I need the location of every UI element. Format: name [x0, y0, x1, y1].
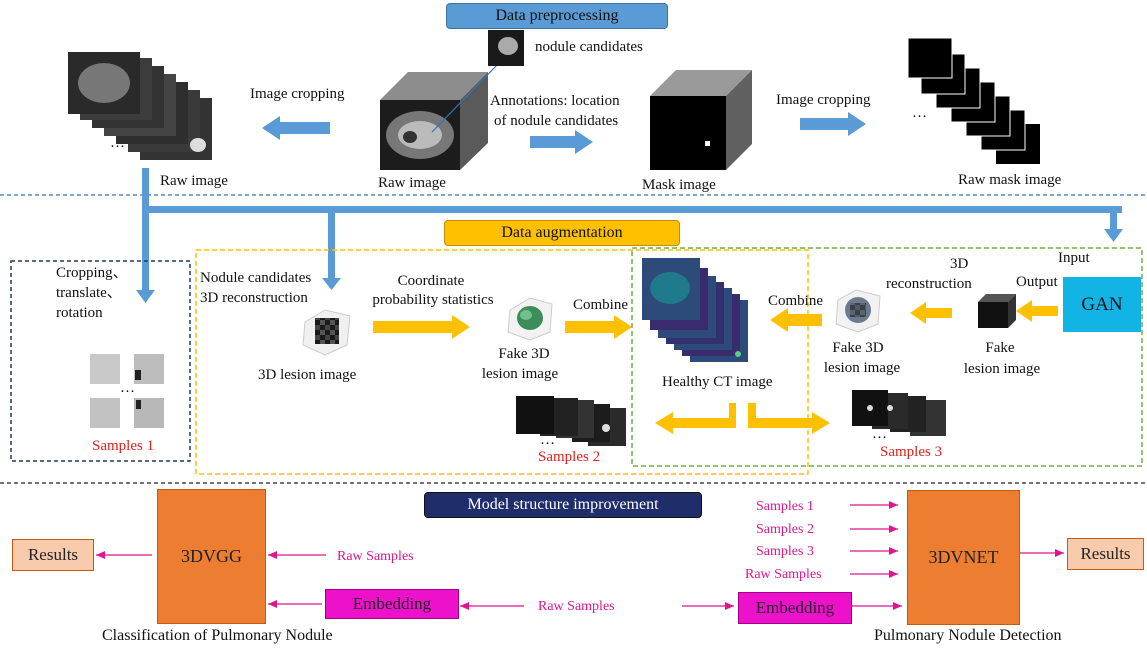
label-nodule-1: Nodule candidates — [200, 270, 312, 286]
label-fake3d-left-2: lesion image — [481, 366, 559, 382]
samples1-ellipsis: … — [120, 380, 135, 396]
label-probability: probability statistics — [372, 292, 494, 308]
lesion-3d-render — [302, 309, 351, 356]
label-raw-samples-middle: Raw Samples — [538, 599, 615, 614]
label-combine-left: Combine — [573, 297, 628, 313]
label-fake3d-right-1: Fake 3D — [832, 340, 884, 356]
embedding-left-box: Embedding — [325, 589, 459, 619]
ellipsis-right: … — [912, 105, 927, 121]
samples1-thumbs — [90, 354, 164, 428]
label-input: Input — [1058, 250, 1090, 266]
arrow-combine-right — [770, 308, 822, 332]
label-nodule-2: 3D reconstruction — [200, 290, 308, 306]
samples3-ellipsis: … — [872, 426, 887, 442]
label-output: Output — [1016, 274, 1058, 290]
label-raw-image-left: Raw image — [160, 173, 228, 189]
label-annotations-1: Annotations: location — [490, 93, 620, 109]
label-annotations-2: of nodule candidates — [494, 113, 619, 129]
label-model-samples3: Samples 3 — [756, 544, 814, 559]
label-samples2: Samples 2 — [538, 449, 601, 465]
label-fake-1: Fake — [985, 340, 1015, 356]
healthy-ct-stack — [642, 258, 748, 362]
banner-augmentation: Data augmentation — [444, 220, 680, 246]
banner-model: Model structure improvement — [424, 492, 702, 518]
label-coordinate: Coordinate — [397, 273, 465, 289]
samples3-stack — [852, 390, 946, 436]
mask-image-cube — [650, 70, 752, 170]
vnet-box: 3DVNET — [907, 490, 1020, 625]
label-model-samples1: Samples 1 — [756, 499, 814, 514]
samples2-ellipsis: … — [540, 432, 555, 448]
label-detection: Pulmonary Nodule Detection — [874, 627, 1062, 644]
label-samples3: Samples 3 — [880, 444, 943, 460]
arrow-gan-output — [1016, 300, 1058, 322]
label-3d-lesion: 3D lesion image — [258, 367, 357, 383]
label-image-cropping-left: Image cropping — [250, 86, 345, 102]
label-model-samples2: Samples 2 — [756, 522, 814, 537]
label-classification: Classification of Pulmonary Nodule — [102, 627, 333, 644]
label-combine-right: Combine — [768, 293, 823, 309]
raw-image-stack-left — [68, 52, 212, 160]
fake-lesion-cube — [978, 294, 1016, 328]
arrow-samples2 — [655, 403, 736, 434]
green-frame — [631, 247, 1143, 467]
arrow-samples3 — [748, 403, 830, 434]
blue-trunk — [136, 168, 1123, 303]
label-healthy-ct: Healthy CT image — [662, 374, 773, 390]
label-cropping-2: translate、 — [56, 285, 122, 301]
fake3d-left-render — [507, 297, 553, 341]
label-fake3d-left-1: Fake 3D — [498, 346, 550, 362]
ellipsis-left: … — [110, 135, 125, 151]
label-reconstruction: reconstruction — [886, 276, 972, 292]
yellow-frame — [195, 249, 809, 475]
label-raw-samples-left: Raw Samples — [337, 549, 414, 564]
results-left-box: Results — [12, 539, 94, 571]
results-right-box: Results — [1067, 538, 1144, 570]
label-image-cropping-right: Image cropping — [776, 92, 871, 108]
raw-mask-image-stack — [907, 37, 1040, 164]
label-cropping-1: Cropping、 — [56, 265, 128, 281]
embedding-right-box: Embedding — [738, 592, 852, 624]
label-nodule-candidates: nodule candidates — [535, 39, 643, 55]
arrow-coordinate — [373, 315, 470, 339]
samples2-stack — [516, 396, 626, 446]
label-3d: 3D — [950, 256, 969, 272]
label-fake-2: lesion image — [963, 361, 1041, 377]
label-samples1: Samples 1 — [92, 438, 155, 454]
arrow-combine-left — [565, 315, 632, 339]
label-fake3d-right-2: lesion image — [823, 360, 901, 376]
samples1-frame — [10, 260, 191, 462]
arrow-fake-to-3d — [910, 302, 952, 324]
vgg-box: 3DVGG — [157, 489, 266, 624]
arrow-annotations — [530, 130, 593, 154]
label-raw-image-center: Raw image — [378, 175, 446, 191]
raw-image-cube — [380, 63, 499, 170]
label-model-raw-samples: Raw Samples — [745, 567, 822, 582]
label-mask-image: Mask image — [642, 177, 716, 193]
label-cropping-3: rotation — [56, 305, 103, 321]
fake3d-right-render — [835, 289, 881, 333]
arrow-crop-right — [800, 112, 866, 136]
banner-preprocessing: Data preprocessing — [446, 3, 668, 29]
arrow-crop-left — [262, 116, 330, 140]
label-raw-mask-image: Raw mask image — [958, 172, 1062, 188]
gan-box: GAN — [1063, 277, 1141, 332]
